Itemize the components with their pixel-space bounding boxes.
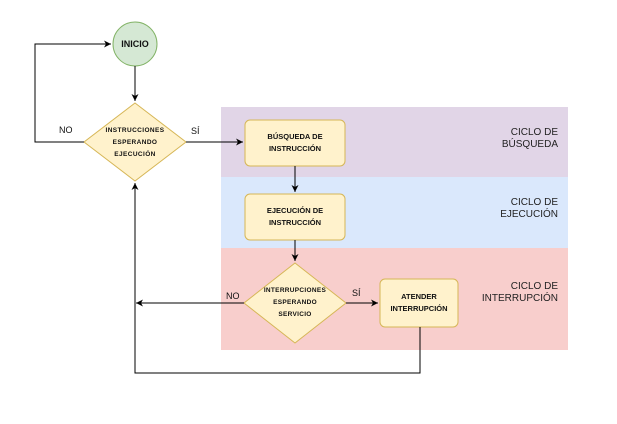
edge-label-no-bottom: NO xyxy=(226,291,240,301)
interrupt-decision-node xyxy=(243,262,347,344)
start-label-text: INICIO xyxy=(121,39,149,49)
edge-label-yes-top: SÍ xyxy=(191,126,200,136)
execute-cycle-label-line1: CICLO DE xyxy=(510,197,558,208)
execute-cycle-label: CICLO DE EJECUCIÓN xyxy=(448,197,558,221)
execute-label-line2: INSTRUCCIÓN xyxy=(268,218,322,227)
interrupt-cycle-label-line2: INTERRUPCIÓN xyxy=(481,293,558,304)
edge-label-yes-bottom: SÍ xyxy=(352,288,361,298)
handle-interrupt-node xyxy=(379,278,459,328)
fetch-cycle-label-line2: BÚSQUEDA xyxy=(501,139,558,150)
handle-interrupt-line2: INTERRUPCIÓN xyxy=(390,304,448,313)
instructions-decision-line1: INSTRUCCIONES xyxy=(105,127,165,134)
instructions-decision-line3: EJECUCIÓN xyxy=(114,151,156,158)
instructions-decision-node xyxy=(83,102,187,182)
execute-label: EJECUCIÓN DE INSTRUCCIÓN xyxy=(245,194,345,240)
instructions-decision-line2: ESPERANDO xyxy=(112,139,158,146)
interrupt-decision-line2: ESPERANDO xyxy=(273,299,317,306)
execute-label-line1: EJECUCIÓN DE xyxy=(266,206,324,215)
fetch-label-line1: BÚSQUEDA DE xyxy=(267,132,323,141)
fetch-cycle-label-line1: CICLO DE xyxy=(510,127,558,138)
fetch-label-line2: INSTRUCCIÓN xyxy=(268,144,322,153)
interrupt-cycle-label-line1: CICLO DE xyxy=(510,281,558,292)
instructions-decision-label: INSTRUCCIONES ESPERANDO EJECUCIÓN xyxy=(95,124,175,162)
handle-interrupt-line1: ATENDER xyxy=(401,292,437,301)
handle-interrupt-label: ATENDER INTERRUPCIÓN xyxy=(380,279,458,327)
edge-handle-return xyxy=(131,183,421,374)
interrupt-cycle-label: CICLO DE INTERRUPCIÓN xyxy=(448,281,558,305)
fetch-cycle-label: CICLO DE BÚSQUEDA xyxy=(448,127,558,151)
interrupt-decision-line3: SERVICIO xyxy=(278,311,312,318)
start-label: INICIO xyxy=(113,34,157,54)
execute-cycle-label-line2: EJECUCIÓN xyxy=(500,209,558,220)
interrupt-decision-line1: INTERRUPCIONES xyxy=(263,287,327,294)
fetch-label: BÚSQUEDA DE INSTRUCCIÓN xyxy=(245,120,345,166)
edge-label-no-top: NO xyxy=(59,125,73,135)
interrupt-decision-label: INTERRUPCIONES ESPERANDO SERVICIO xyxy=(255,284,335,322)
edge-decision-no-loop xyxy=(34,40,111,143)
